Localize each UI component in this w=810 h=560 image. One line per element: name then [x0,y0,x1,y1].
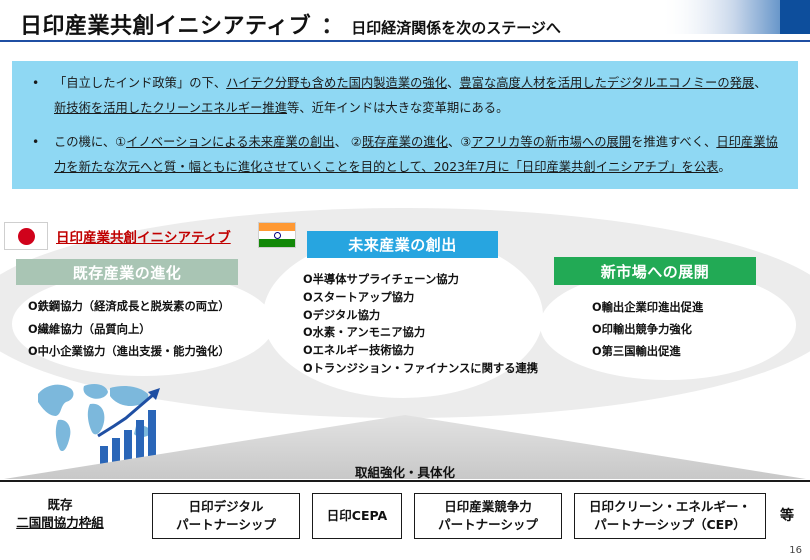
existing-industry-label: 既存産業の進化 [16,259,238,285]
list-item: Oエネルギー技術協力 [303,344,415,358]
existing-industry-list: O鉄鋼協力（経済成長と脱炭素の両立） O繊維協力（品質向上） O中小企業協力（進… [28,296,230,364]
new-market-label: 新市場への展開 [554,257,756,285]
bullet-marker: • [32,76,40,90]
triangle-divider [4,415,806,479]
intro-bullet-1: • 「自立したインド政策」の下、ハイテク分野も含めた国内製造業の強化、豊富な高度… [28,71,778,121]
future-oval [263,234,543,398]
strengthen-label: 取組強化・具体化 [354,465,455,480]
intro-box: • 「自立したインド政策」の下、ハイテク分野も含めた国内製造業の強化、豊富な高度… [12,61,798,189]
page-subtitle: 日印経済関係を次のステージへ [351,19,561,37]
list-item: O印輸出競争力強化 [592,323,692,336]
list-item: Oスタートアップ協力 [303,290,415,304]
title-separator: ： [321,14,344,39]
future-industry-list: O半導体サプライチェーン協力 Oスタートアップ協力 Oデジタル協力 O水素・アン… [303,271,538,378]
japan-flag-icon [4,222,48,250]
future-industry-label: 未来産業の創出 [307,231,498,258]
list-item: O半導体サプライチェーン協力 [303,273,459,286]
framework-box-competitiveness: 日印産業競争力 パートナーシップ [414,493,562,539]
etc-label: 等 [780,508,794,524]
title-row: 日印産業共創イニシアティブ ： 日印経済関係を次のステージへ [20,8,561,40]
list-item: O繊維協力（品質向上） [28,322,151,336]
market-oval [540,270,796,380]
existing-oval [12,272,274,376]
page-title: 日印産業共創イニシアティブ [20,14,312,39]
intro-bullet-2: • この機に、①イノベーションによる未来産業の創出、 ②既存産業の進化、③アフリ… [28,130,778,180]
base-line [0,480,810,482]
list-item: O輸出企業印進出促進 [592,301,704,314]
list-item: O鉄鋼協力（経済成長と脱炭素の両立） [28,300,230,313]
list-item: O中小企業協力（進出支援・能力強化） [28,345,230,358]
page-number: 16 [789,545,802,556]
framework-box-clean-energy: 日印クリーン・エネルギー・ パートナーシップ（CEP） [574,493,766,539]
corner-decoration [660,0,810,34]
title-underline [0,40,810,42]
list-item: O第三国輸出促進 [592,345,681,358]
framework-box-cepa: 日印CEPA [312,493,402,539]
new-market-list: O輸出企業印進出促進 O印輸出競争力強化 O第三国輸出促進 [592,297,703,363]
list-item: Oデジタル協力 [303,308,381,322]
existing-framework-label: 既存 二国間協力枠組 [16,497,104,530]
list-item: Oトランジション・ファイナンスに関する連携 [303,361,539,375]
world-map-growth-chart-icon [38,384,160,468]
framework-box-digital: 日印デジタル パートナーシップ [152,493,300,539]
list-item: O水素・アンモニア協力 [303,326,426,340]
initiative-label: 日印産業共創イニシアティブ [56,230,231,246]
bullet-marker: • [32,135,40,149]
india-flag-icon [258,222,296,248]
